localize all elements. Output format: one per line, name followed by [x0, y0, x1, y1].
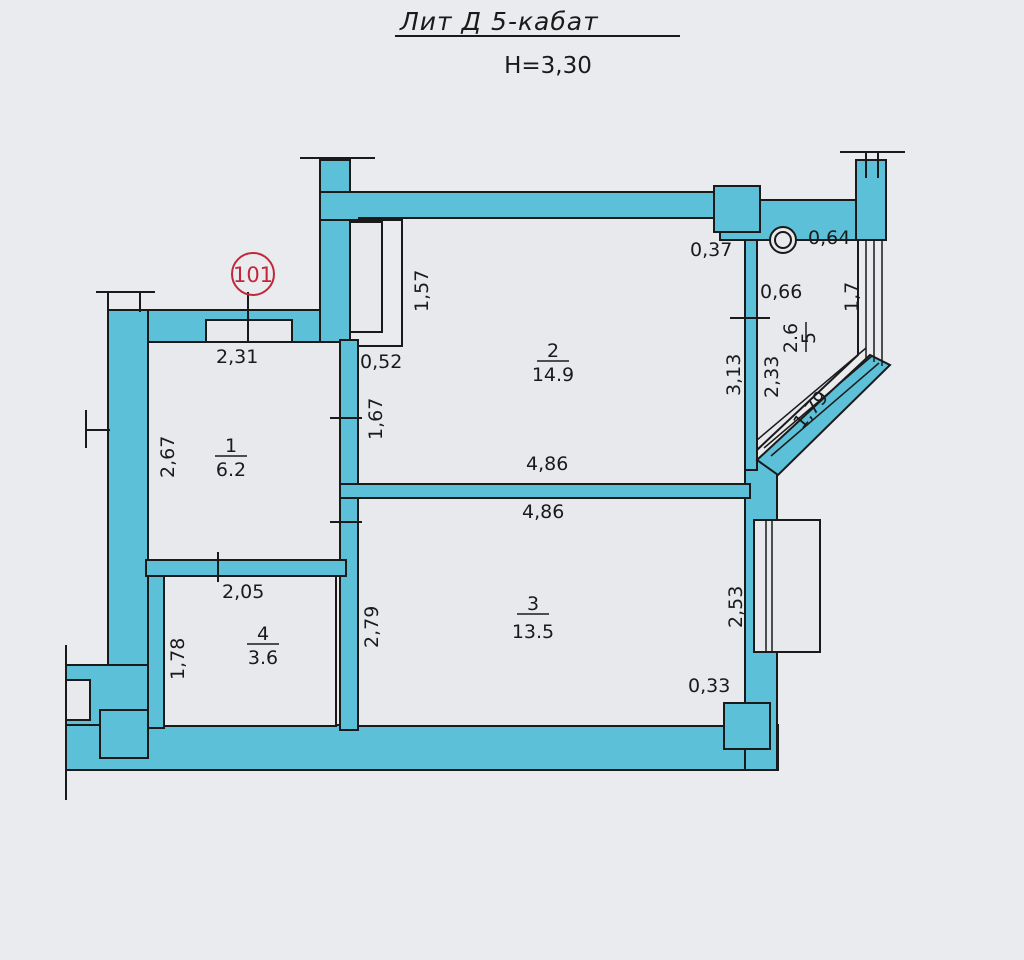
corridor-cabinet	[349, 221, 383, 333]
dim-room2-width: 4,86	[526, 453, 568, 475]
dim-room3-width: 4,86	[522, 501, 564, 523]
dim-room2-right-height: 3,13	[723, 354, 745, 396]
wall-top-main	[319, 191, 721, 221]
dim-hall-door: 1,67	[365, 398, 387, 440]
room-1	[147, 341, 341, 561]
wall-stub-top	[319, 159, 351, 351]
wall-balcony-stub	[855, 159, 887, 241]
dim-room1-width: 2,31	[216, 346, 258, 368]
room-4-area: 3.6	[248, 647, 278, 669]
dim-balcony-top: 0,64	[808, 227, 850, 249]
room-4	[163, 575, 337, 727]
dim-room3-height: 2,79	[361, 606, 383, 648]
column-bottom-right	[723, 702, 771, 750]
apartment-marker: 101	[233, 263, 273, 287]
wall-right-upper	[744, 239, 758, 471]
dim-room4-height: 1,78	[167, 638, 189, 680]
dim-balcony-height: 2,33	[761, 356, 783, 398]
dim-balcony-length: 1,7	[841, 282, 863, 312]
room-2-area: 14.9	[532, 364, 574, 386]
dim-room3-window: 2,53	[725, 586, 747, 628]
room-2-number: 2	[547, 340, 559, 362]
dim-room4-width: 2,05	[222, 581, 264, 603]
ceiling-height: H=3,30	[504, 53, 592, 79]
room-3-number: 3	[527, 593, 539, 615]
window-left	[65, 679, 91, 721]
pipe-icon	[769, 226, 797, 254]
outer-edge-marks	[65, 151, 905, 800]
room-1-number: 1	[225, 435, 237, 457]
dimension-labels: 2,31 2,67 1,67 0,52 1,57 4,86 4,86 2,79 …	[157, 227, 863, 697]
dim-corridor-top: 1,57	[411, 270, 433, 312]
column-bottom-left	[99, 709, 149, 759]
plan-title: Лит Д 5-кабат	[399, 7, 599, 36]
wall-partition-small	[145, 559, 347, 577]
apartment-marker-circle	[231, 252, 275, 296]
column-top-right	[713, 185, 761, 233]
dim-corner-bottom-right: 0,33	[688, 675, 730, 697]
room-3-area: 13.5	[512, 621, 554, 643]
dim-hall-offset: 0,52	[360, 351, 402, 373]
room-labels: 1 6.2 2 14.9 3 13.5 4 3.6 5 2.6	[215, 322, 820, 669]
wall-partition-vertical	[339, 339, 359, 731]
dim-corner-top-right: 0,37	[690, 239, 732, 261]
room-4-number: 4	[257, 623, 269, 645]
door-marks	[217, 317, 770, 582]
balcony-glazing	[756, 240, 883, 457]
wall-partition-horizontal	[339, 483, 751, 499]
dim-room1-height: 2,67	[157, 436, 179, 478]
wall-bottom	[65, 724, 779, 771]
room-5-area: 2.6	[780, 323, 802, 353]
window-room3	[753, 519, 821, 653]
wall-room4-left	[147, 575, 165, 729]
room-1-area: 6.2	[216, 459, 246, 481]
room-3	[357, 497, 746, 727]
room-5-number: 5	[798, 332, 820, 344]
dim-balcony-inner: 0,66	[760, 281, 802, 303]
